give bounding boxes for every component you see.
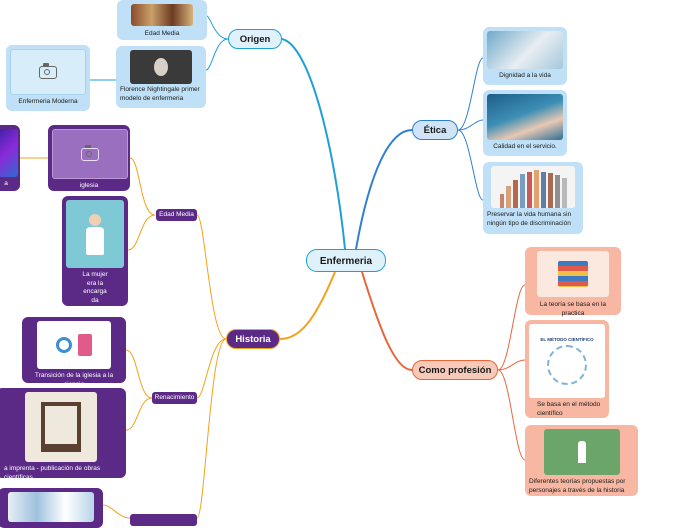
branch-historia[interactable]: Historia <box>226 329 280 349</box>
root-node[interactable]: Enfermeria <box>306 249 386 272</box>
branch-origen[interactable]: Origen <box>228 29 282 49</box>
florence-label: Florence Nightingale primer modelo de en… <box>120 86 200 102</box>
dignidad-image <box>487 31 563 69</box>
calidad-image <box>487 94 563 140</box>
books-image <box>537 251 609 297</box>
iglesia-label: iglesia <box>79 182 99 189</box>
card-calidad[interactable]: Calidad en el servicio. <box>483 90 567 156</box>
imprenta-label: a imprenta - publicación de obras cientí… <box>4 465 101 481</box>
calidad-label: Calidad en el servicio. <box>493 143 557 150</box>
card-florence[interactable]: Florence Nightingale primer modelo de en… <box>116 46 206 108</box>
metodo-label: Se basa en el método científico <box>537 401 601 417</box>
practica-label: La teoría se basa en la practica <box>539 301 607 317</box>
teorias-label: Diferentes teorías propuestas por person… <box>529 478 626 494</box>
subtopic-renacimiento[interactable]: Renacimiento <box>152 392 197 404</box>
branch-etica-label: Ética <box>423 125 447 136</box>
subtopic-edad-media-label: Edad Media <box>159 211 194 218</box>
branch-como-profesion[interactable]: Como profesión <box>412 360 498 380</box>
subtopic-cut-bottom[interactable] <box>130 514 197 526</box>
transicion-label: Transición de la iglesia a la ciencia <box>34 372 114 388</box>
scientific-method-image: EL MÉTODO CIENTÍFICO <box>529 324 605 398</box>
florence-portrait-image <box>130 50 192 84</box>
card-teorias[interactable]: Diferentes teorías propuestas por person… <box>525 425 638 496</box>
printing-press-image <box>25 392 97 462</box>
edad-media-image <box>131 4 193 26</box>
nurse-image <box>66 200 124 268</box>
cut-label: a <box>4 180 8 187</box>
branch-etica[interactable]: Ética <box>412 120 458 140</box>
preservar-label: Preservar la vida humana sin ningún tipo… <box>487 211 572 227</box>
card-cut-left[interactable]: a <box>0 125 20 191</box>
card-enfermeria-moderna[interactable]: Enfermeria Moderna <box>6 45 90 111</box>
card-metodo[interactable]: EL MÉTODO CIENTÍFICO Se basa en el métod… <box>525 320 609 418</box>
camera-icon <box>39 62 57 79</box>
cut-image <box>0 129 18 177</box>
card-transicion[interactable]: Transición de la iglesia a la ciencia <box>22 317 126 388</box>
card-cut-bottom[interactable] <box>0 488 103 528</box>
card-preservar[interactable]: Preservar la vida humana sin ningún tipo… <box>483 162 583 234</box>
card-dignidad[interactable]: Dignidad a la vida <box>483 27 567 85</box>
metodo-image-title: EL MÉTODO CIENTÍFICO <box>540 337 594 342</box>
subtopic-edad-media[interactable]: Edad Media <box>156 209 197 221</box>
placeholder-image <box>10 49 86 95</box>
card-edad-media-origen[interactable]: Edad Media <box>117 0 207 40</box>
branch-profesion-label: Como profesión <box>418 365 492 376</box>
people-row-image <box>491 166 575 208</box>
branch-origen-label: Origen <box>239 34 271 45</box>
card-practica[interactable]: La teoría se basa en la practica <box>525 247 621 317</box>
transicion-image <box>37 321 111 369</box>
teorias-image <box>543 429 620 475</box>
card-mujer[interactable]: La mujer era la encarga da <box>62 196 128 306</box>
cut-bottom-image <box>7 492 94 522</box>
root-label: Enfermeria <box>319 256 373 267</box>
edad-media-label: Edad Media <box>144 30 180 37</box>
card-imprenta[interactable]: a imprenta - publicación de obras cientí… <box>0 388 126 481</box>
mujer-label: La mujer era la encarga da <box>82 271 108 304</box>
subtopic-renacimiento-label: Renacimiento <box>154 394 195 401</box>
branch-historia-label: Historia <box>235 334 271 345</box>
camera-icon <box>81 144 99 161</box>
card-iglesia[interactable]: iglesia <box>48 125 130 191</box>
dignidad-label: Dignidad a la vida <box>499 72 551 79</box>
enfermeria-moderna-label: Enfermeria Moderna <box>18 98 78 105</box>
placeholder-image <box>52 129 128 179</box>
